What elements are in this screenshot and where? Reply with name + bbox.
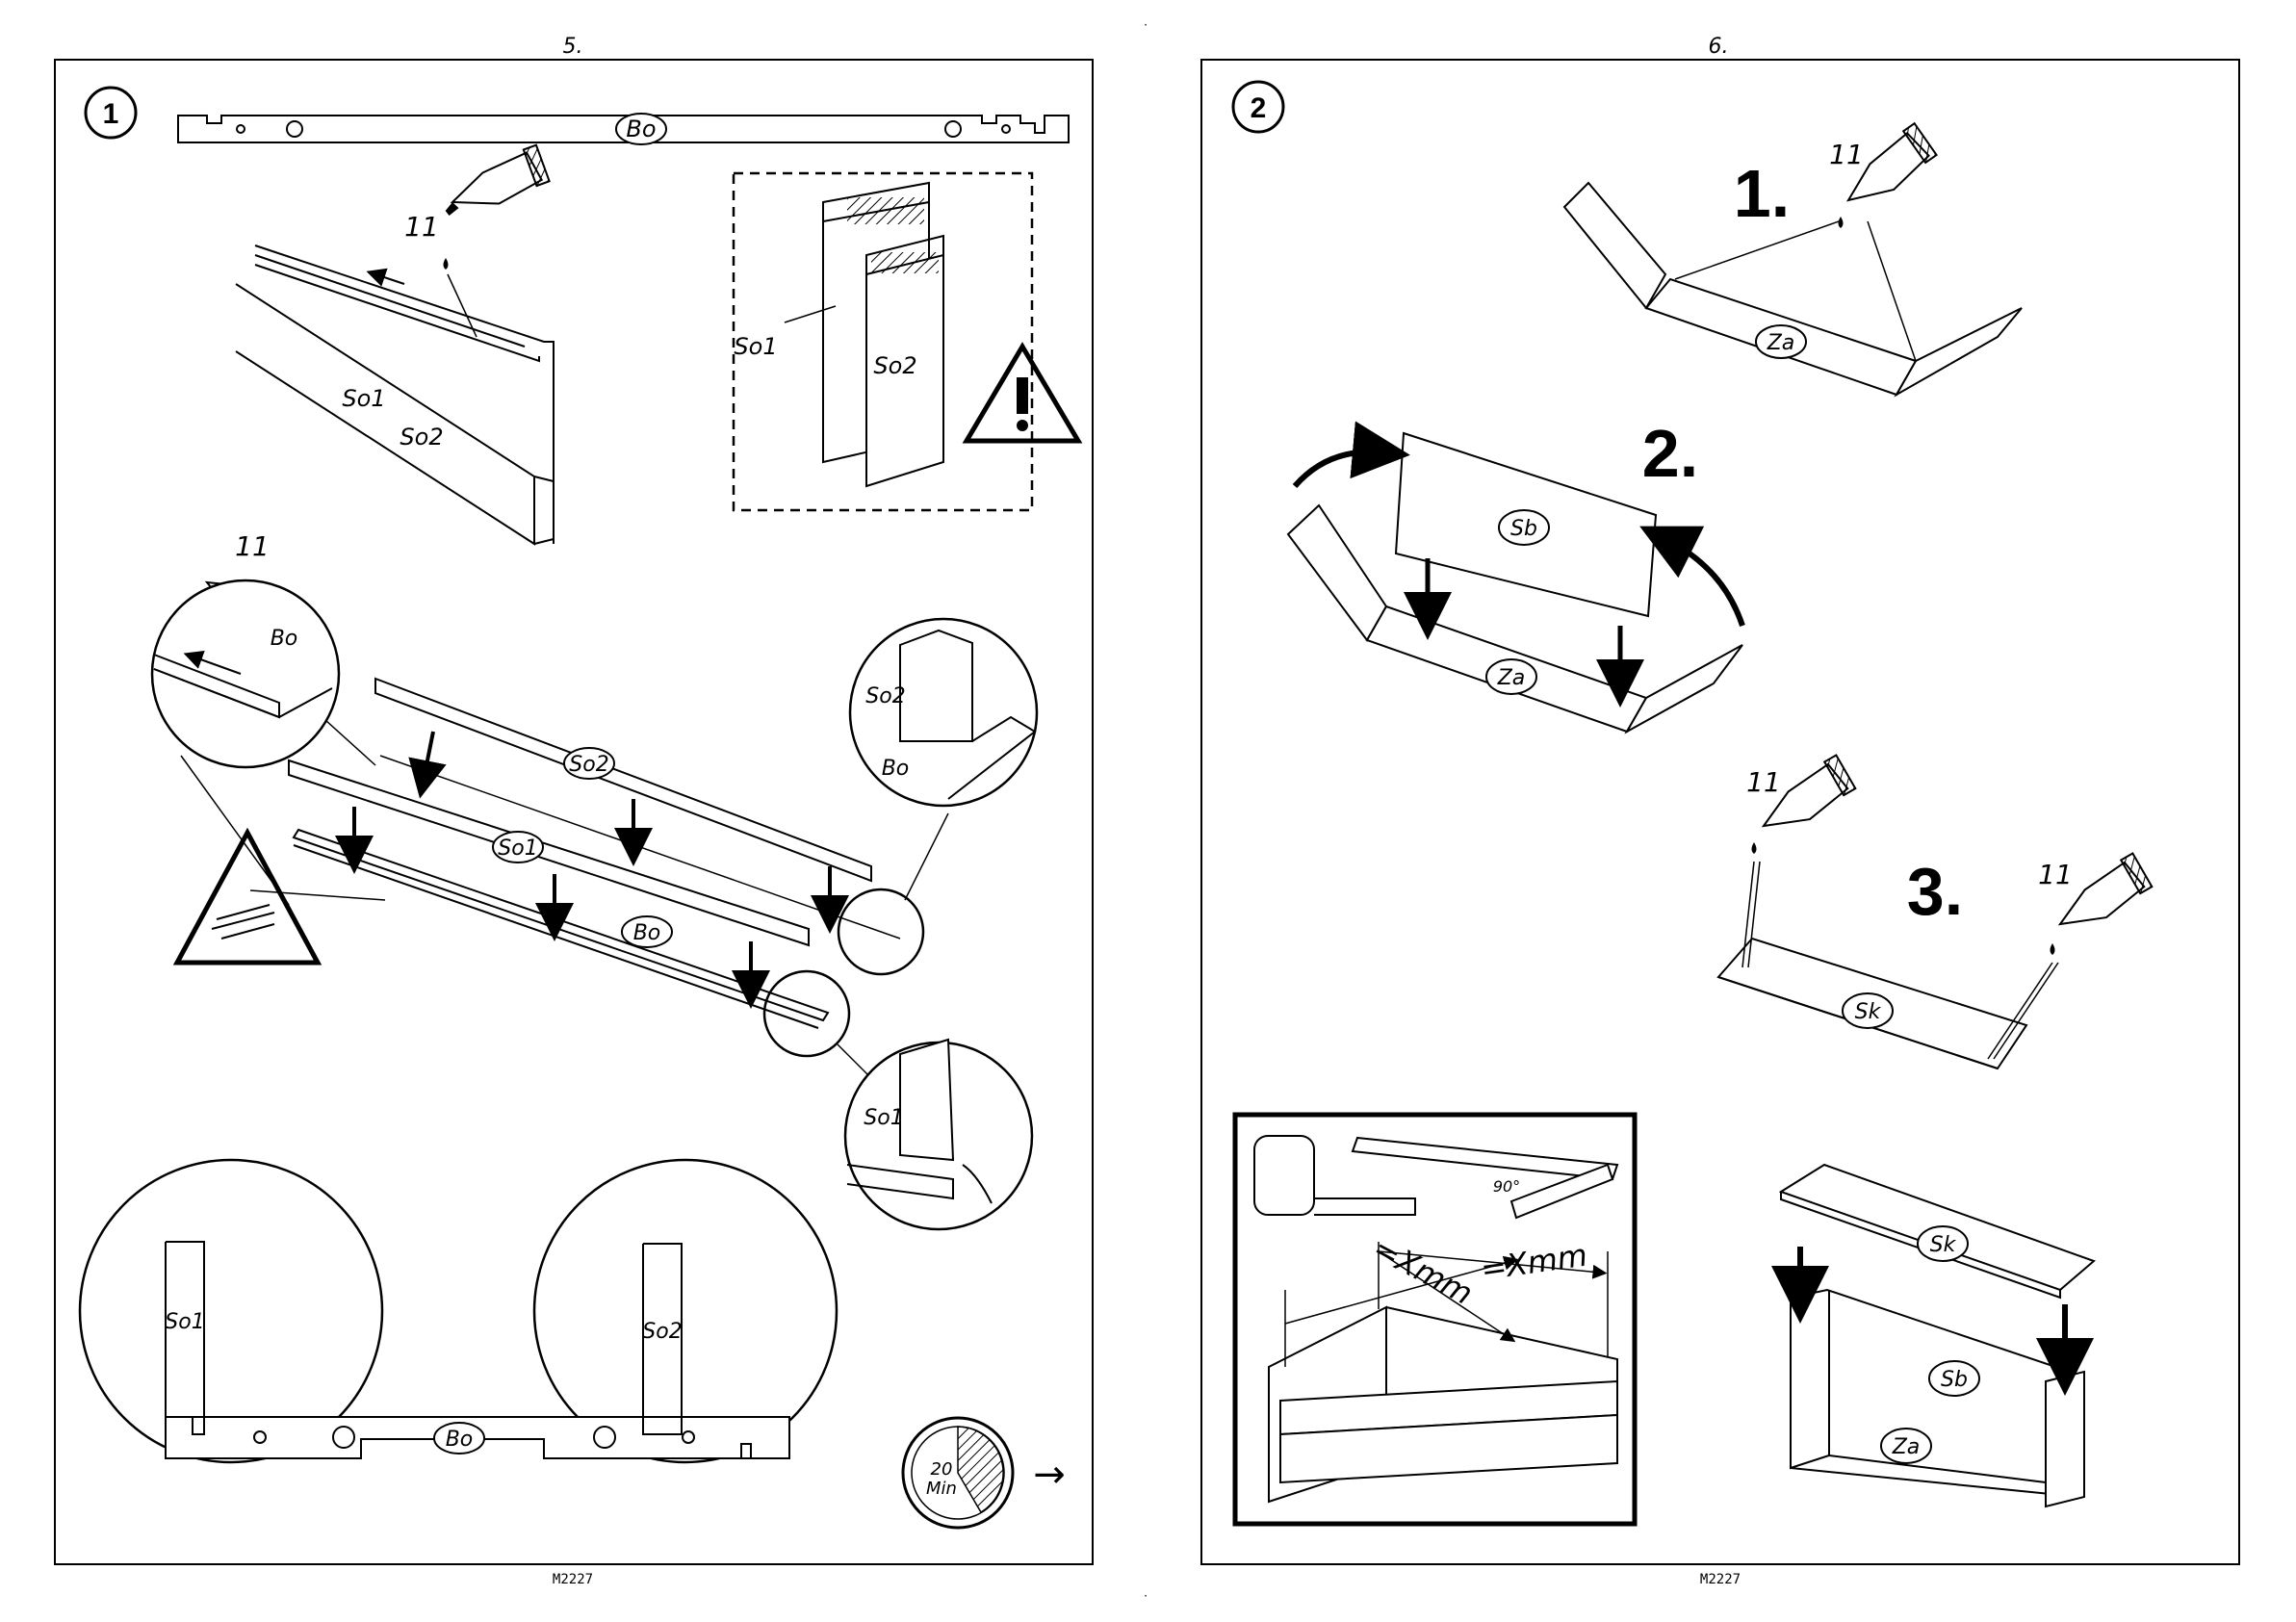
zoom-detail-right-top: So2 Bo: [850, 619, 1037, 806]
timer-icon: 20 Min: [903, 1418, 1013, 1528]
bottom-detail: Bo So1 So2: [80, 1160, 837, 1462]
substep-number: 3.: [1907, 854, 1963, 929]
bottom-label-so1: So1: [165, 1310, 204, 1334]
glue-drop-icon: [444, 258, 449, 270]
zoom-label-bo: Bo: [882, 757, 910, 781]
final-box: Sk Sb Za: [1781, 1165, 2094, 1506]
label-sb: Sb: [1510, 517, 1537, 541]
board-so1-so2: So1 So2: [236, 245, 554, 544]
detail-label-so2: So2: [873, 352, 916, 379]
center-mark: ·: [1144, 1589, 1148, 1603]
substep-3: 3. Sk 11 11: [1718, 755, 2154, 1068]
tape-measure-icon: [1254, 1136, 1314, 1215]
glue-label: 11: [2038, 859, 2073, 890]
step-number-badge: 2: [1233, 82, 1283, 132]
glue-drop-icon: [1839, 217, 1844, 228]
substep-number: 1.: [1734, 156, 1790, 231]
label-za: Za: [1767, 331, 1795, 355]
step-number-badge: 1: [86, 88, 136, 138]
label-za: Za: [1497, 666, 1526, 690]
zoom-label-so2: So2: [865, 684, 905, 708]
page-number: 6.: [1709, 35, 1729, 59]
substep-1: 1. Za 11: [1564, 123, 2022, 395]
glue-label: 11: [1746, 766, 1781, 798]
measure-box: 90° =Xmm =Xmm: [1235, 1115, 1635, 1524]
top-strip-bo: Bo: [178, 114, 1069, 144]
step-number: 2: [1251, 92, 1267, 124]
label-sk: Sk: [1930, 1233, 1957, 1257]
bottom-label-so2: So2: [642, 1320, 682, 1344]
footer-code: M2227: [1700, 1572, 1741, 1587]
label-sk: Sk: [1855, 1000, 1882, 1024]
glue-label: 11: [1829, 139, 1864, 170]
substep-number: 2.: [1642, 416, 1698, 491]
zoom-detail-left: Bo: [152, 580, 375, 905]
footer-code: M2227: [553, 1572, 593, 1587]
zoom-detail-right-bottom: So1: [845, 1040, 1032, 1229]
page-6: 6. 2 1. Za 11 2.: [1201, 35, 2239, 1587]
page-5: 5. 1 Bo So1 So2: [55, 35, 1093, 1587]
rail-label-so1: So1: [498, 837, 537, 861]
label-za: Za: [1892, 1435, 1921, 1459]
glue-label: 11: [404, 211, 439, 243]
label-sb: Sb: [1941, 1368, 1968, 1392]
caution-icon: [177, 833, 318, 963]
timer-value: 20: [931, 1459, 953, 1480]
strip-label: Bo: [626, 116, 656, 142]
glue-tube-icon: [435, 145, 551, 222]
glue-drop-icon: [1752, 842, 1757, 854]
bottom-bar-label-bo: Bo: [446, 1428, 474, 1452]
angle-label: 90°: [1493, 1177, 1520, 1196]
center-mark: ·: [1144, 18, 1148, 32]
glue-drop-icon: [2051, 943, 2055, 955]
zoom-label-bo: Bo: [271, 627, 298, 651]
board-label-so2: So2: [400, 424, 443, 451]
board-label-so1: So1: [342, 385, 385, 412]
warning-icon: [967, 347, 1078, 441]
detail-label-so1: So1: [734, 333, 777, 360]
next-arrow-icon: →: [1033, 1453, 1066, 1497]
timer-unit: Min: [926, 1479, 957, 1499]
substep-2: 2. Sb Za: [1288, 416, 1742, 732]
page-number: 5.: [563, 35, 583, 59]
rail-label-bo: Bo: [633, 921, 661, 945]
detail-box: So1 So2: [734, 173, 1032, 510]
rail-assembly: So2 So1 Bo: [250, 679, 948, 1088]
glue-label: 11: [235, 530, 270, 562]
step-number: 1: [103, 98, 119, 130]
rail-label-so2: So2: [569, 753, 608, 777]
zoom-label-so1: So1: [864, 1106, 903, 1130]
